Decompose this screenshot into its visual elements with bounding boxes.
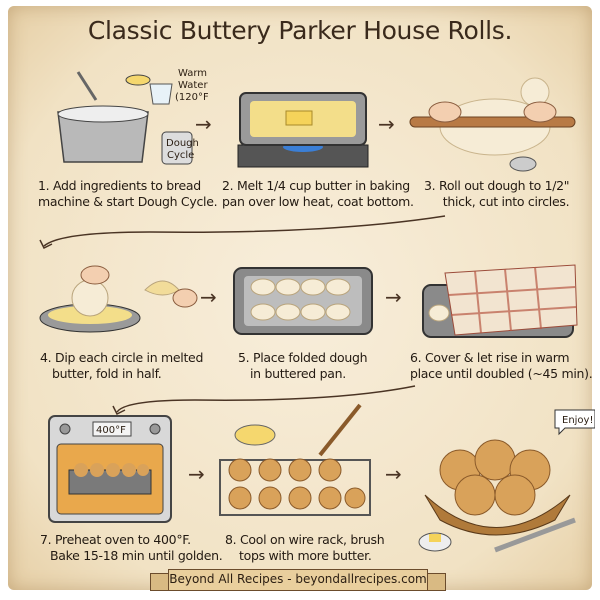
butter-pan-illustration: [237, 92, 369, 168]
footer-banner: Beyond All Recipes - beyondallrecipes.co…: [168, 569, 428, 591]
arrow-icon: →: [195, 112, 212, 136]
water-label-2: Water: [178, 80, 208, 91]
arrow-icon: →: [188, 462, 205, 486]
oven-temp-label: 400°F: [96, 425, 126, 436]
water-label-1: Warm: [178, 68, 207, 79]
arrow-icon: →: [385, 462, 402, 486]
connector-arrow-row2: [112, 385, 416, 416]
page-title: Classic Buttery Parker House Rolls.: [87, 16, 513, 45]
bread-machine-illustration: Dough Cycle Warm Water (120°F): [57, 68, 208, 165]
step-3-caption: 3. Roll out dough to 1/2"thick, cut into…: [424, 178, 570, 209]
cooling-rack-illustration: [219, 403, 371, 516]
oven-illustration: 400°F: [48, 415, 172, 523]
rolling-dough-illustration: [409, 77, 576, 172]
dough-label-1: Dough: [166, 138, 199, 149]
dough-label-2: Cycle: [167, 150, 194, 161]
pan-of-dough-illustration: [233, 267, 373, 335]
covered-pan-illustration: [422, 264, 578, 338]
connector-arrow-row1: [39, 215, 446, 250]
arrow-icon: →: [385, 285, 402, 309]
dip-dough-illustration: [39, 265, 198, 333]
enjoy-speech-bubble: Enjoy!: [562, 415, 593, 426]
arrow-icon: →: [200, 285, 217, 309]
basket-of-rolls-illustration: Enjoy!: [418, 409, 595, 553]
step-7-caption: 7. Preheat oven to 400°F.Bake 15-18 min …: [40, 532, 223, 563]
arrow-icon: →: [378, 112, 395, 136]
water-label-3: (120°F): [175, 92, 208, 103]
